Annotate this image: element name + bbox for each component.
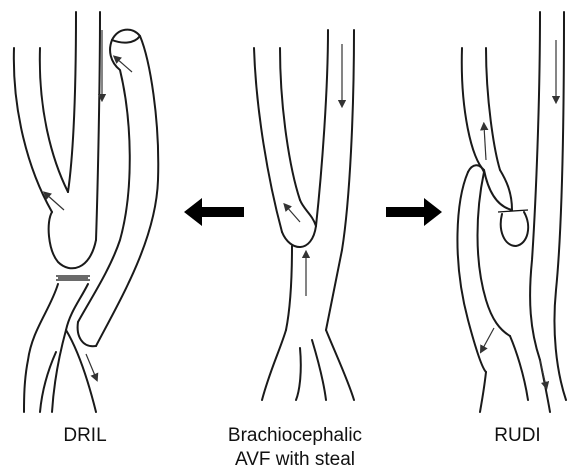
dril-illustration [14,12,158,412]
dril-label: DRIL [30,424,140,448]
avf-with-steal-illustration [254,30,354,400]
rudi-label: RUDI [470,424,565,448]
rudi-illustration [457,12,566,412]
avf-steal-label-line1: Brachiocephalic [205,424,385,448]
avf-steal-label-line2: AVF with steal [205,448,385,472]
right-arrow-icon [386,198,442,226]
left-arrow-icon [184,198,244,226]
